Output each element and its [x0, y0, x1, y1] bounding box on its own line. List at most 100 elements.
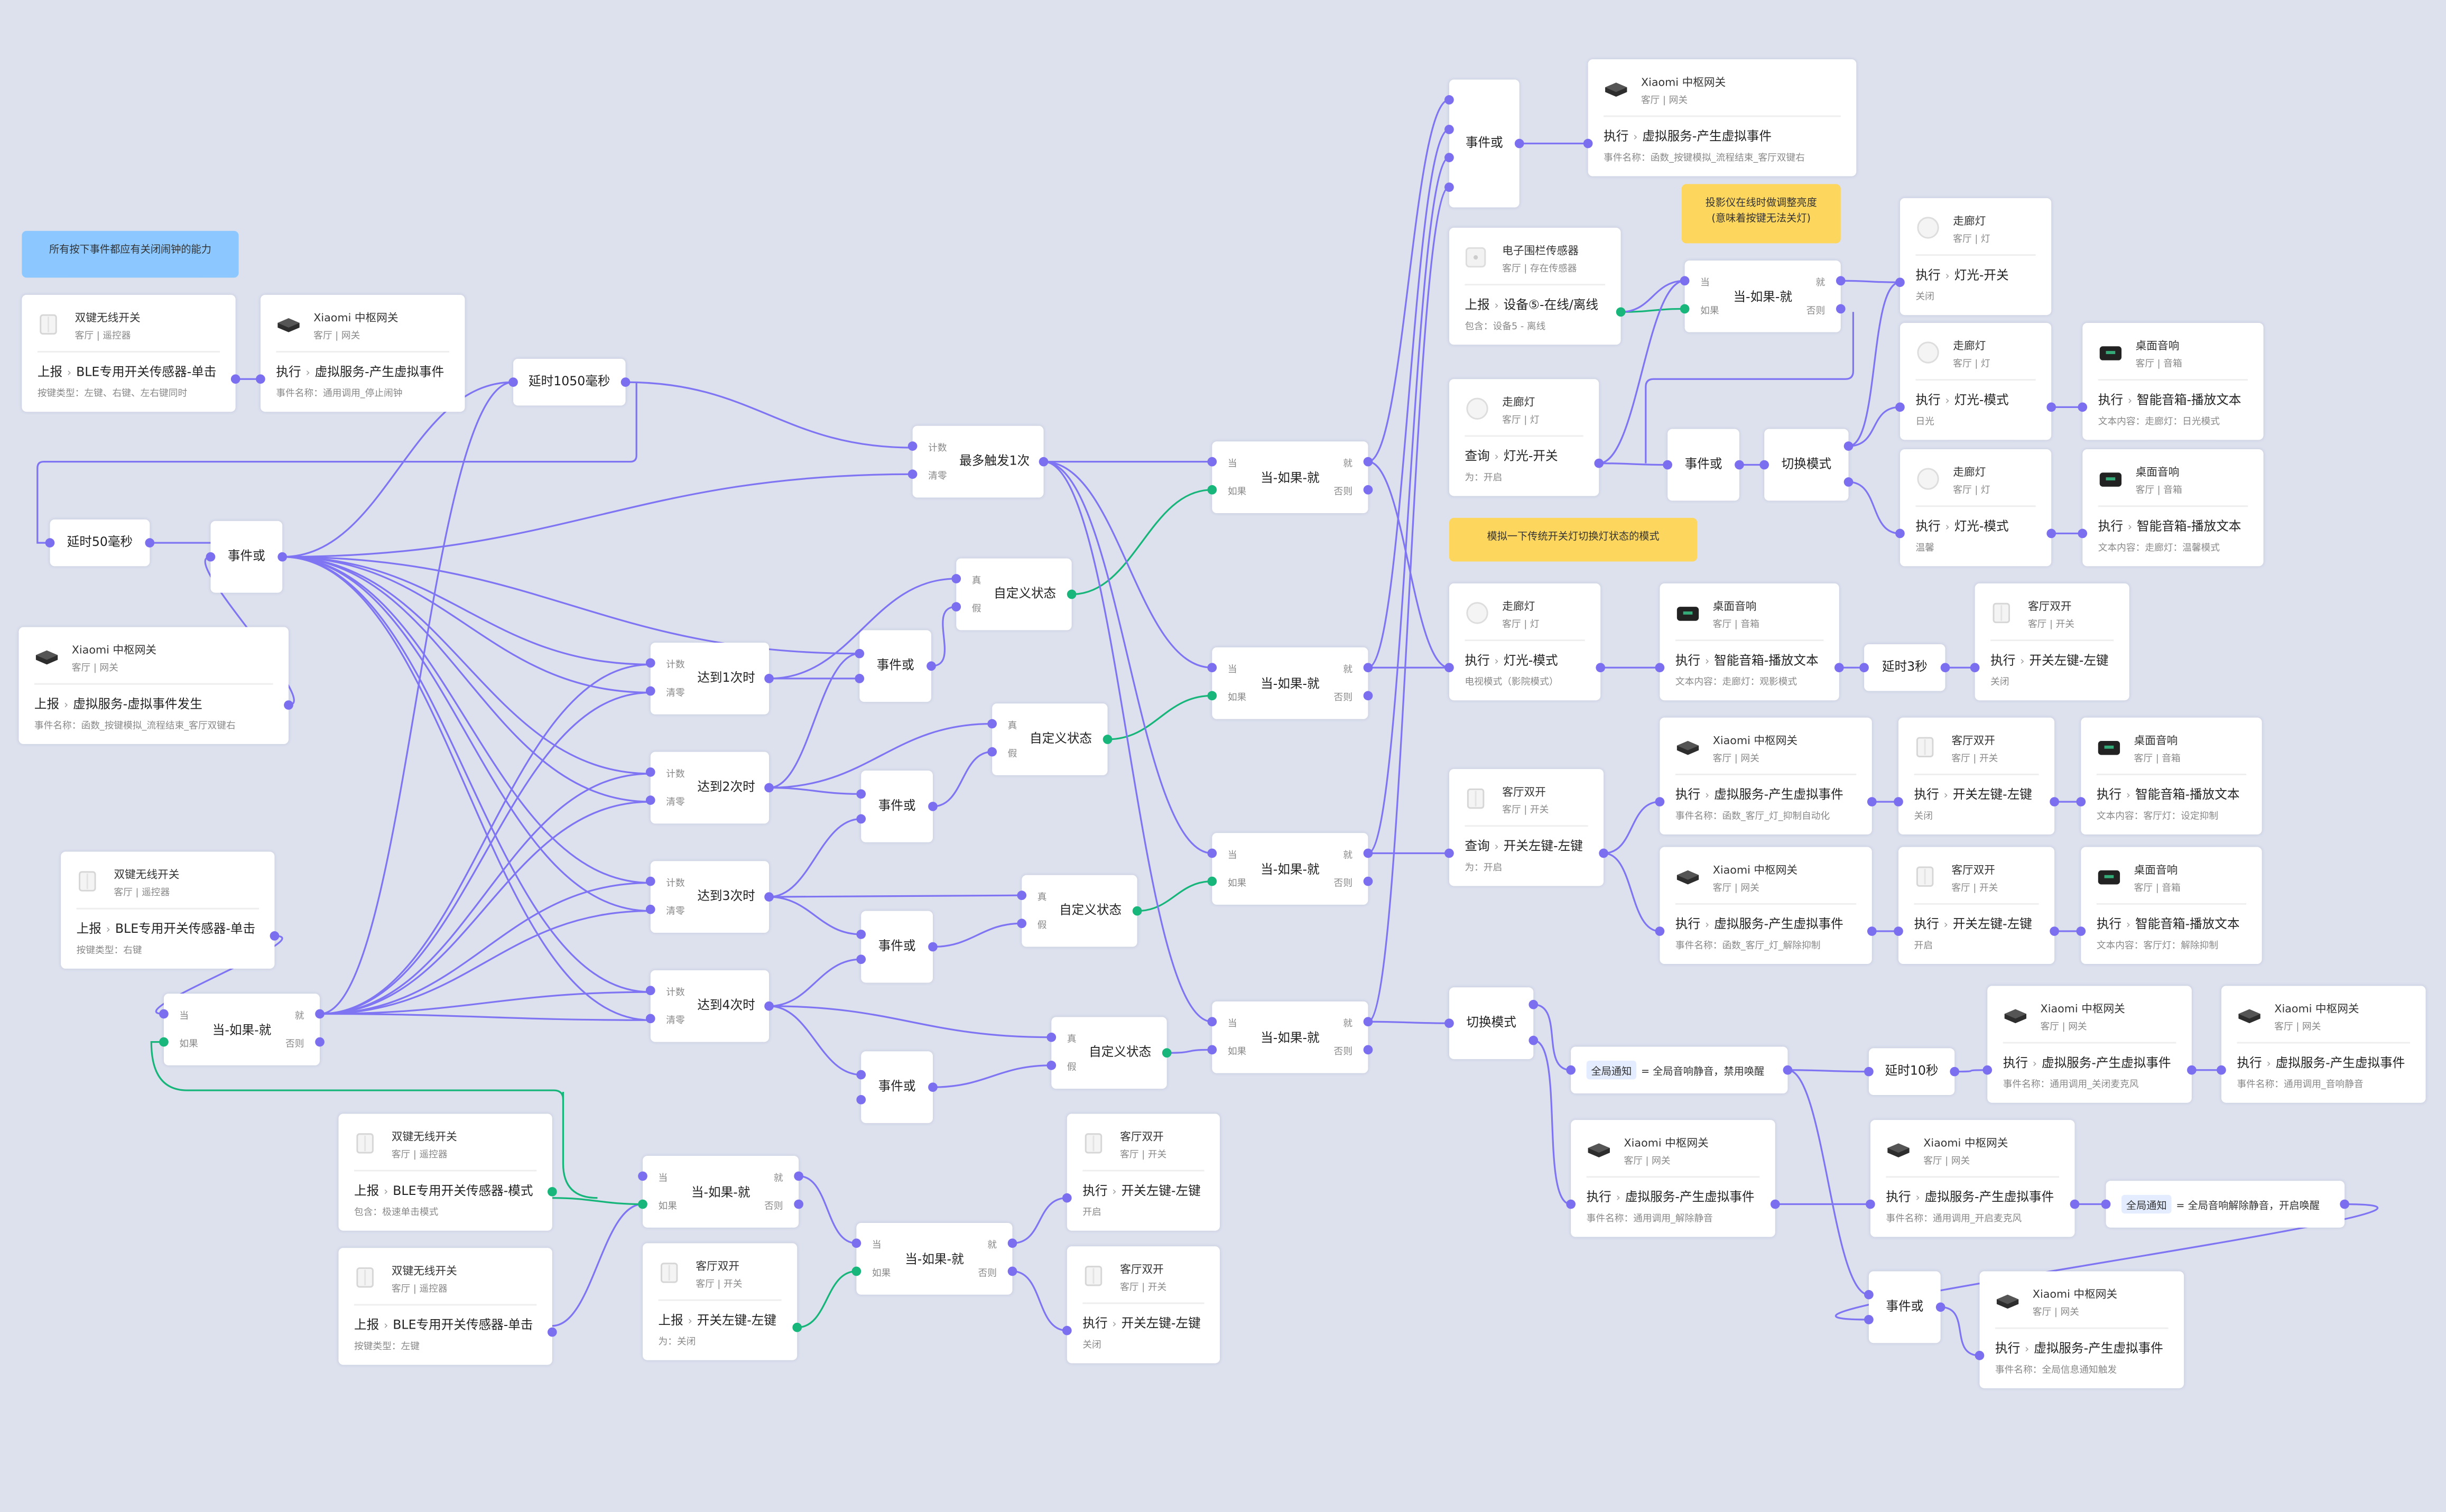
event-or-2[interactable]: 事件或: [856, 771, 938, 842]
then-port[interactable]: [1363, 1017, 1373, 1027]
false-port[interactable]: [1017, 919, 1027, 929]
delay-10s[interactable]: 延时10秒: [1864, 1048, 1960, 1095]
port[interactable]: [2046, 402, 2056, 412]
else-port[interactable]: [1836, 304, 1846, 314]
when-port[interactable]: [1207, 1017, 1217, 1027]
port[interactable]: [1596, 663, 1606, 673]
device-card-c5[interactable]: 双键无线开关客厅 | 遥控器上报›BLE专用开关传感器-模式包含：极速单击模式: [338, 1114, 557, 1231]
clear-port[interactable]: [907, 469, 918, 479]
port[interactable]: [230, 374, 240, 384]
device-card-c3[interactable]: Xiaomi 中枢网关客厅 | 网关上报›虚拟服务-虚拟事件发生事件名称：函数_…: [18, 627, 293, 744]
else-port[interactable]: [1363, 691, 1373, 701]
port[interactable]: [1895, 402, 1905, 412]
when-port[interactable]: [638, 1171, 647, 1181]
port[interactable]: [1843, 441, 1854, 451]
port[interactable]: [1940, 663, 1950, 673]
port[interactable]: [1770, 1199, 1780, 1209]
port[interactable]: [1950, 1066, 1960, 1077]
else-port[interactable]: [1363, 1045, 1373, 1055]
port[interactable]: [1655, 663, 1665, 673]
if-port[interactable]: [159, 1037, 169, 1047]
then-port[interactable]: [1363, 663, 1373, 673]
port[interactable]: [1655, 926, 1665, 936]
true-port[interactable]: [987, 719, 997, 729]
port[interactable]: [1894, 797, 1903, 806]
device-card-c26[interactable]: 客厅双开客厅 | 开关执行›开关左键-左键开启: [1894, 847, 2059, 964]
custom-state-3[interactable]: 真假自定义状态: [1017, 875, 1142, 947]
if-port[interactable]: [1680, 304, 1690, 314]
condition-2[interactable]: 当如果就否则当-如果-就: [1207, 647, 1373, 719]
clear-port[interactable]: [645, 795, 655, 805]
false-port[interactable]: [951, 602, 961, 611]
port[interactable]: [1062, 1325, 1072, 1335]
reach-3[interactable]: 计数清零达到3次时: [645, 861, 774, 933]
when-port[interactable]: [1207, 848, 1217, 858]
delay-1050ms[interactable]: 延时1050毫秒: [508, 358, 631, 406]
input-port[interactable]: [1444, 182, 1454, 192]
else-port[interactable]: [1363, 485, 1373, 495]
event-or-3[interactable]: 事件或: [856, 911, 938, 983]
port[interactable]: [2217, 1065, 2226, 1075]
when-port[interactable]: [1207, 457, 1217, 467]
device-card-c9[interactable]: 客厅双开客厅 | 开关执行›开关左键-左键关闭: [1062, 1246, 1220, 1363]
port[interactable]: [1528, 999, 1539, 1009]
device-card-c6[interactable]: 双键无线开关客厅 | 遥控器上报›BLE专用开关传感器-单击按键类型：左键: [338, 1248, 557, 1365]
port[interactable]: [1444, 848, 1454, 858]
port[interactable]: [2076, 797, 2086, 806]
port[interactable]: [1982, 1065, 1993, 1075]
clear-port[interactable]: [645, 904, 655, 914]
output-port[interactable]: [2340, 1199, 2349, 1209]
port[interactable]: [1528, 1035, 1539, 1045]
port[interactable]: [2046, 528, 2056, 539]
event-or-1[interactable]: 事件或: [855, 630, 936, 702]
condition-projector[interactable]: 当如果就否则当-如果-就: [1680, 260, 1846, 332]
port[interactable]: [855, 648, 865, 658]
port[interactable]: [547, 1327, 557, 1337]
device-card-c8[interactable]: 客厅双开客厅 | 开关执行›开关左键-左键开启: [1062, 1114, 1220, 1231]
device-card-c7[interactable]: 客厅双开客厅 | 开关上报›开关左键-左键为：关闭: [643, 1243, 802, 1360]
port[interactable]: [2187, 1065, 2197, 1075]
device-card-c22[interactable]: Xiaomi 中枢网关客厅 | 网关执行›虚拟服务-产生虚拟事件事件名称：函数_…: [1655, 717, 1877, 835]
port[interactable]: [856, 1070, 866, 1080]
port[interactable]: [1894, 926, 1903, 936]
count-port[interactable]: [645, 876, 655, 886]
output-port[interactable]: [1039, 457, 1049, 467]
true-port[interactable]: [1046, 1032, 1057, 1042]
port[interactable]: [792, 1322, 802, 1332]
device-card-c10[interactable]: Xiaomi 中枢网关客厅 | 网关执行›虚拟服务-产生虚拟事件事件名称：函数_…: [1583, 59, 1857, 177]
port[interactable]: [856, 1094, 866, 1105]
device-card-c14[interactable]: 走廊灯客厅 | 灯执行›灯光-模式日光: [1895, 322, 2056, 440]
if-port[interactable]: [638, 1199, 647, 1209]
port[interactable]: [856, 954, 866, 964]
port[interactable]: [2078, 528, 2088, 539]
port[interactable]: [1759, 460, 1769, 470]
false-port[interactable]: [987, 747, 997, 757]
port[interactable]: [856, 789, 866, 799]
port[interactable]: [1599, 848, 1608, 858]
port[interactable]: [1895, 528, 1905, 539]
switch-mode-right[interactable]: 切换模式: [1759, 429, 1854, 501]
port[interactable]: [1895, 277, 1905, 287]
port[interactable]: [1062, 1193, 1072, 1203]
notify-mute[interactable]: 全局通知= 全局音响静音，禁用唤醒: [1566, 1046, 1793, 1094]
output-port[interactable]: [1132, 906, 1142, 916]
event-or-top[interactable]: 事件或: [1444, 79, 1524, 208]
port[interactable]: [1735, 460, 1744, 470]
input-port[interactable]: [1444, 125, 1454, 134]
port[interactable]: [856, 930, 866, 939]
port[interactable]: [928, 1082, 938, 1092]
device-card-c11[interactable]: 电子围栏传感器客厅 | 存在传感器上报›设备⑤-在线/离线包含：设备5 - 离线: [1449, 227, 1626, 345]
output-port[interactable]: [1783, 1065, 1793, 1075]
output-port[interactable]: [764, 892, 774, 902]
if-port[interactable]: [851, 1266, 861, 1276]
device-card-c13[interactable]: 走廊灯客厅 | 灯执行›灯光-开关关闭: [1895, 198, 2052, 316]
port[interactable]: [1867, 797, 1877, 806]
port[interactable]: [1864, 1066, 1874, 1077]
port[interactable]: [1935, 1302, 1945, 1312]
port[interactable]: [1970, 663, 1980, 673]
port[interactable]: [2070, 1199, 2080, 1209]
port[interactable]: [508, 377, 518, 387]
output-port[interactable]: [1514, 138, 1524, 149]
port[interactable]: [1583, 138, 1593, 149]
device-card-c20[interactable]: 客厅双开客厅 | 开关执行›开关左键-左键关闭: [1970, 583, 2129, 701]
